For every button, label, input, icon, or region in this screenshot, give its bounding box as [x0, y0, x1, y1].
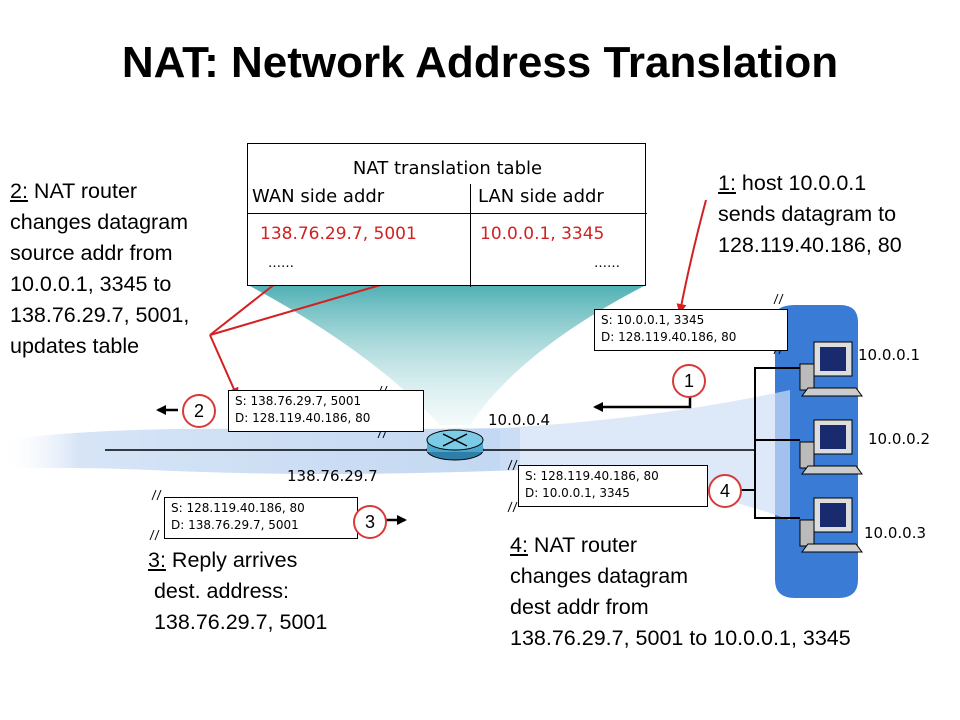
packet-step2-source: S: 138.76.29.7, 5001 [235, 394, 362, 408]
arrow-note1-to-packet [676, 199, 707, 314]
table-column-divider [470, 184, 471, 287]
note-step1-number: 1: [718, 171, 736, 195]
packet-step3: S: 128.119.40.186, 80 D: 138.76.29.7, 50… [164, 497, 358, 539]
wan-addr-value: 138.76.29.7, 5001 [260, 224, 417, 244]
nat-translation-table: NAT translation table WAN side addr LAN … [247, 143, 647, 287]
note-step1-text: host 10.0.0.1 sends datagram to 128.119.… [718, 171, 902, 257]
router-lan-address: 10.0.0.4 [488, 411, 551, 429]
note-step2-text: NAT router changes datagram source addr … [10, 179, 190, 358]
note-step4: 4: NAT router changes datagram dest addr… [510, 530, 851, 654]
host1-computer-icon [799, 341, 863, 397]
slide-title: NAT: Network Address Translation [121, 38, 839, 87]
packet-step4-dest: D: 10.0.0.1, 3345 [525, 486, 630, 500]
step3-badge: 3 [353, 505, 387, 539]
packet-step1-source: S: 10.0.0.1, 3345 [601, 313, 705, 327]
host1-address: 10.0.0.1 [858, 346, 921, 364]
note-step2: 2: NAT router changes datagram source ad… [10, 176, 189, 362]
note-step4-text: NAT router changes datagram dest addr fr… [510, 533, 851, 650]
note-step3-number: 3: [148, 548, 166, 572]
router-wan-address: 138.76.29.7 [287, 467, 378, 485]
host2-address: 10.0.0.2 [868, 430, 931, 448]
nat-table-title: NAT translation table [352, 158, 543, 179]
arrow-note2-to-packet [209, 334, 239, 398]
note-step4-number: 4: [510, 533, 528, 557]
packet-step2-dest: D: 128.119.40.186, 80 [235, 411, 371, 425]
step4-badge: 4 [708, 474, 742, 508]
zoom-funnel [248, 285, 646, 425]
note-step1: 1: host 10.0.0.1 sends datagram to 128.1… [718, 168, 902, 261]
lan-addr-value: 10.0.0.1, 3345 [480, 224, 605, 244]
packet-step4: S: 128.119.40.186, 80 D: 10.0.0.1, 3345 [518, 465, 708, 507]
host3-computer-icon [799, 497, 863, 553]
wan-cloud [0, 428, 520, 474]
router-icon [426, 429, 484, 461]
packet-step1-dest: D: 128.119.40.186, 80 [601, 330, 737, 344]
step2-badge: 2 [182, 394, 216, 428]
note-step3: 3: Reply arrives dest. address: 138.76.2… [148, 545, 327, 638]
lan-p4-link [740, 450, 756, 491]
host3-address: 10.0.0.3 [864, 524, 927, 542]
packet-step1: S: 10.0.0.1, 3345 D: 128.119.40.186, 80 [594, 309, 788, 351]
host2-computer-icon [799, 419, 863, 475]
step1-badge: 1 [672, 364, 706, 398]
note-step3-text: Reply arrives dest. address: 138.76.29.7… [153, 548, 328, 634]
table-header-rule [248, 213, 647, 214]
lan-column-header: LAN side addr [478, 186, 604, 207]
note-step2-number: 2: [10, 179, 28, 203]
lan-more-rows: …… [594, 256, 620, 271]
packet-step2: S: 138.76.29.7, 5001 D: 128.119.40.186, … [228, 390, 424, 432]
packet-step3-dest: D: 138.76.29.7, 5001 [171, 518, 299, 532]
packet-step3-source: S: 128.119.40.186, 80 [171, 501, 305, 515]
lan-trunk [754, 367, 800, 450]
wan-more-rows: …… [268, 256, 294, 271]
wan-column-header: WAN side addr [252, 186, 385, 207]
packet-step4-source: S: 128.119.40.186, 80 [525, 469, 659, 483]
